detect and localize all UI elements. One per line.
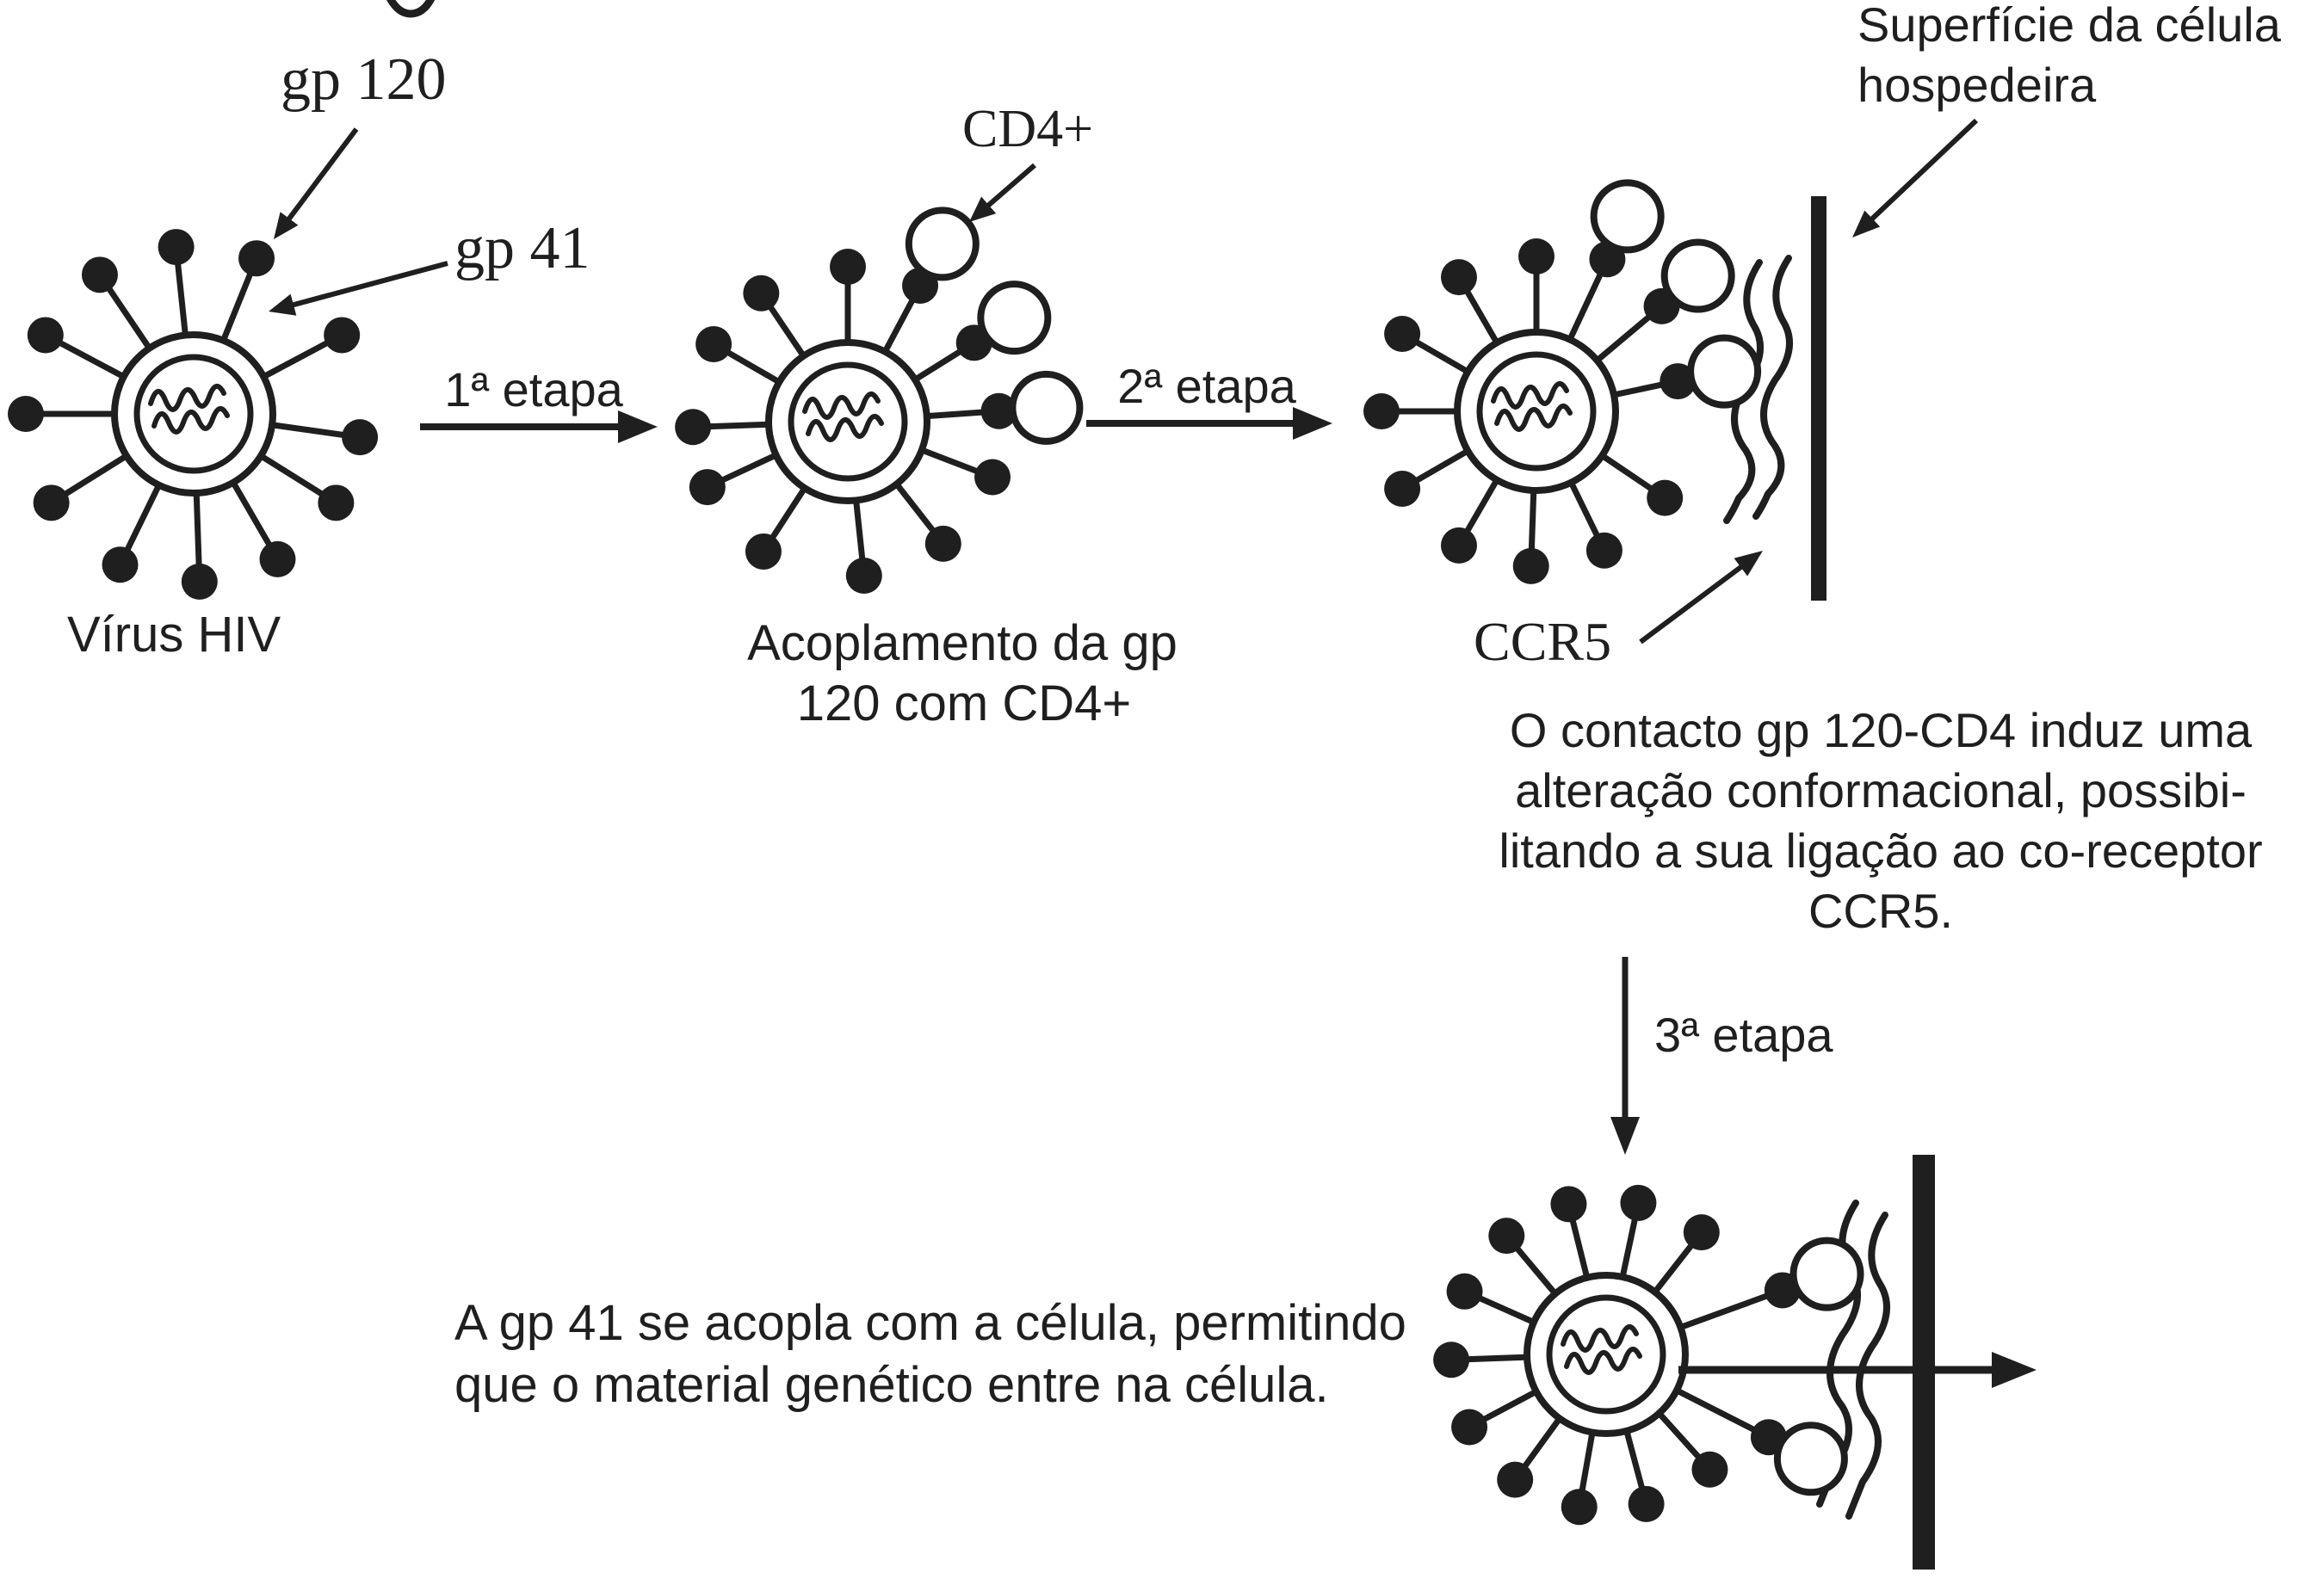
conformational-note-line4: CCR5.	[1808, 884, 1954, 938]
gp120-bound-dot	[1660, 363, 1697, 400]
conformational-note-line2: alteração conformacional, possibi-	[1515, 763, 2247, 817]
gp120-pointer-arrow	[274, 127, 359, 239]
gp41-pointer-arrow	[269, 261, 448, 316]
step2-label: 2ª etapa	[1117, 359, 1296, 413]
cd4-receptor-ring	[1773, 1422, 1848, 1496]
gp41-label: gp 41	[454, 215, 590, 281]
gp120-label: gp 120	[281, 46, 447, 113]
membrane-label-line2: hospedeira	[1857, 58, 2097, 112]
step2-arrow	[1086, 407, 1332, 440]
ccr5-squiggle-icon	[1845, 1212, 1890, 1520]
ccr5-squiggle-icon	[1723, 259, 1764, 524]
step1-label: 1ª etapa	[444, 362, 623, 416]
step3-label: 3ª etapa	[1654, 1008, 1833, 1062]
step1-arrow	[420, 410, 658, 443]
cd4-receptor-ring	[1590, 179, 1665, 254]
host-cell-membrane-upper	[1723, 196, 1826, 601]
rna-squiggle	[1491, 381, 1569, 410]
rna-squiggle	[1561, 1324, 1639, 1353]
ccr5-label: CCR5	[1474, 611, 1612, 672]
virus-hiv-caption: Vírus HIV	[67, 607, 281, 663]
host-cell-membrane-lower	[1816, 1155, 1935, 1570]
virus-hiv-free-icon	[8, 229, 379, 600]
membrane-bar-upper	[1811, 196, 1826, 601]
cd4-receptor-ring	[977, 281, 1052, 355]
cd4-receptor-ring	[905, 207, 980, 281]
rna-squiggle	[148, 384, 226, 412]
virus-cd4-attached-icon	[675, 207, 1084, 595]
genetic-entry-arrow	[1678, 1352, 2037, 1388]
rna-squiggle	[802, 392, 881, 420]
rna-squiggle	[1564, 1347, 1642, 1375]
ccr5-pointer-arrow	[1639, 551, 1763, 645]
step3-arrow	[1610, 957, 1640, 1155]
cropped-top-glyph	[386, 0, 436, 18]
rna-squiggle	[1494, 404, 1573, 432]
cd4-receptor-ring	[1660, 238, 1735, 313]
cd4-pointer-arrow	[969, 163, 1036, 222]
conformational-note-line3: litando a sua ligação ao co-receptor	[1499, 823, 2263, 878]
cd4-receptor-ring	[1789, 1237, 1864, 1311]
cd4-receptor-ring	[1009, 370, 1084, 445]
cd4-receptor-ring	[1687, 334, 1762, 409]
virus2-caption-line2: 120 com CD4+	[796, 675, 1132, 731]
membrane-label-line1: Superfície da célula	[1857, 0, 2281, 52]
fusion-note-line1: A gp 41 se acopla com a célula, permitin…	[454, 1295, 1406, 1351]
gp120-bound-dot	[980, 392, 1017, 429]
conformational-note-line1: O contacto gp 120-CD4 induz uma	[1509, 703, 2253, 757]
annotation-arrows	[269, 118, 2037, 1388]
membrane-bar-lower	[1913, 1155, 1935, 1570]
membrane-pointer-arrow	[1852, 118, 1979, 237]
rna-squiggle	[806, 414, 884, 442]
virus-fusing-icon	[1433, 1184, 1864, 1526]
virus2-caption-line1: Acoplamento da gp	[747, 615, 1177, 671]
ccr5-squiggle-icon	[1752, 255, 1793, 520]
fusion-note-line2: que o material genético entre na célula.	[454, 1357, 1329, 1413]
rna-squiggle	[151, 406, 230, 435]
virus-at-membrane-icon	[1363, 179, 1762, 584]
cd4-label: CD4+	[962, 100, 1094, 158]
